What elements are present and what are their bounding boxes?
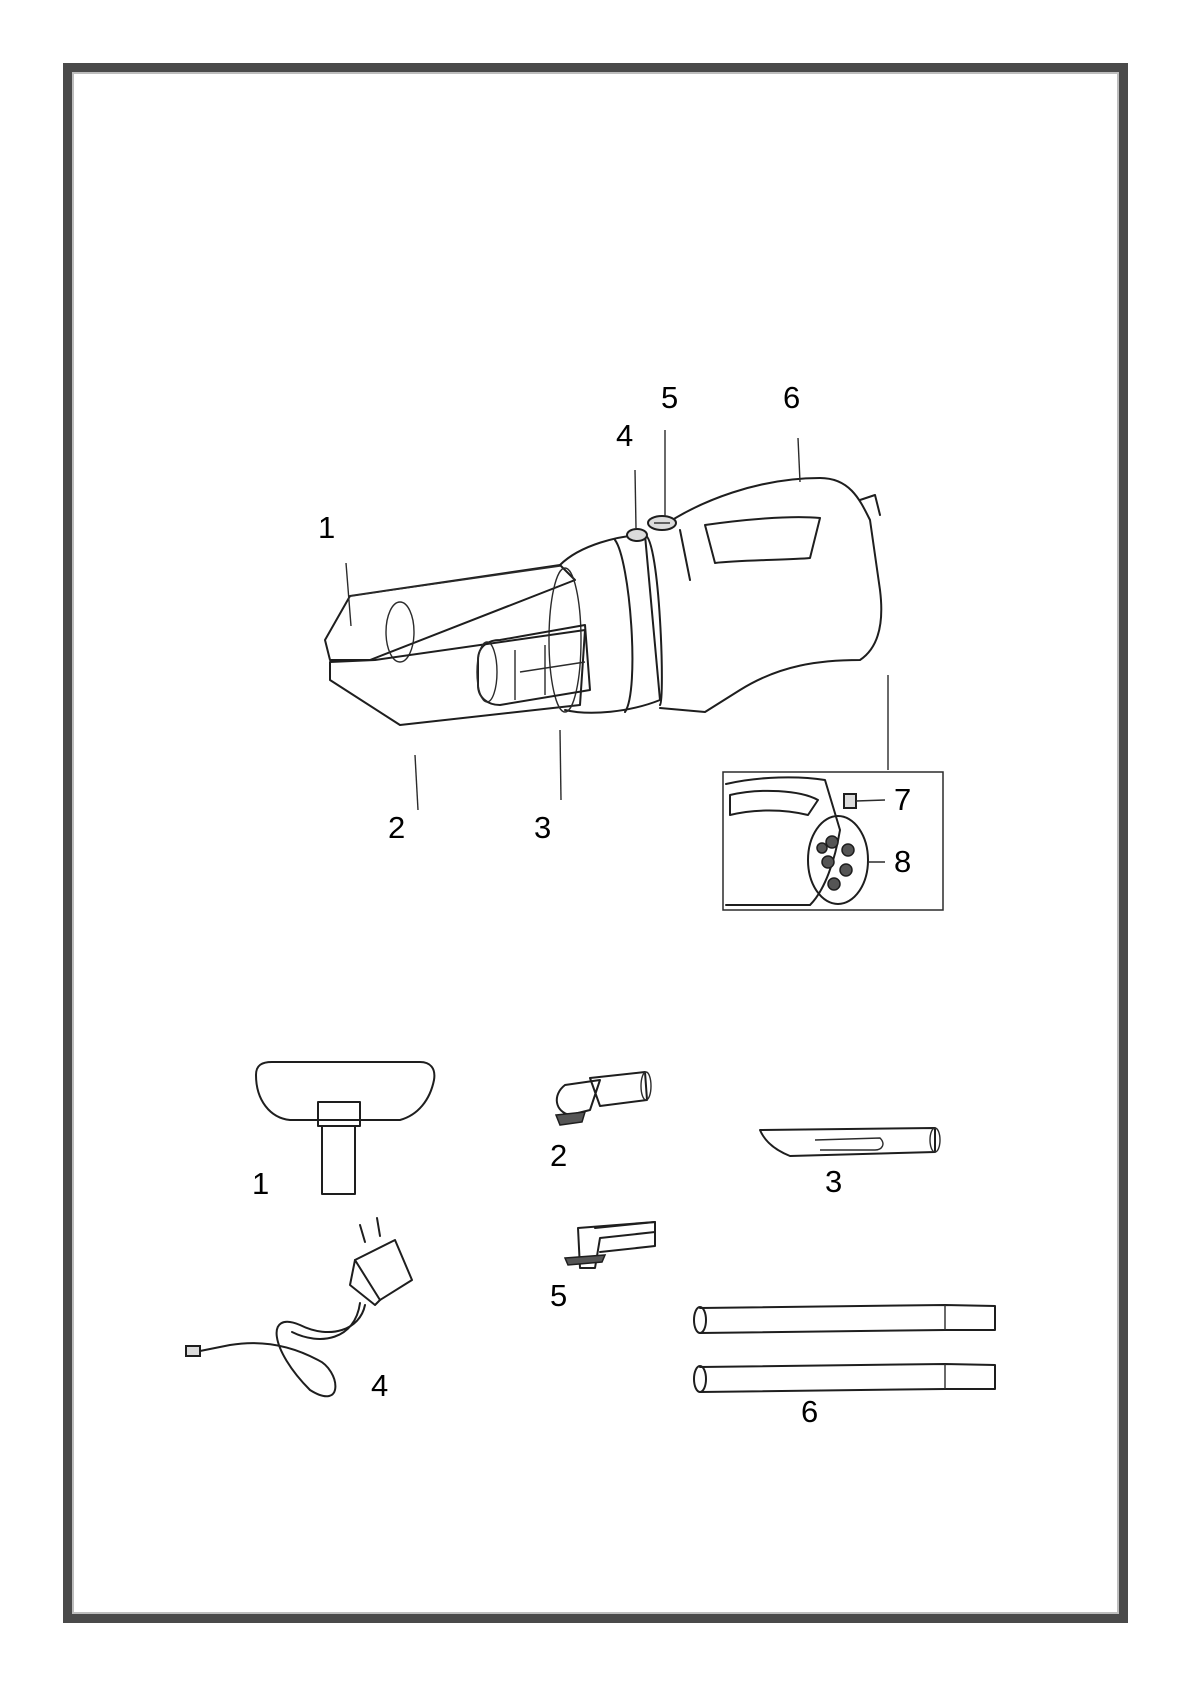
callout-main-4: 4 [616, 420, 633, 451]
callout-main-8: 8 [894, 846, 911, 877]
callout-main-7: 7 [894, 784, 911, 815]
charging-socket [844, 794, 856, 808]
dusting-brush [556, 1072, 651, 1125]
handle [660, 478, 881, 712]
callout-main-2: 2 [388, 812, 405, 843]
dust-container [325, 565, 575, 660]
callout-accessory-6: 6 [801, 1396, 818, 1427]
callout-accessory-4: 4 [371, 1370, 388, 1401]
callout-main-3: 3 [534, 812, 551, 843]
callout-main-1: 1 [318, 512, 335, 543]
floor-brush [256, 1062, 434, 1194]
crevice-tool [760, 1128, 940, 1156]
nozzle [330, 630, 585, 725]
callout-accessory-2: 2 [550, 1140, 567, 1171]
body-collar [560, 535, 660, 713]
leader-lines [346, 430, 888, 810]
callout-accessory-3: 3 [825, 1166, 842, 1197]
callout-accessory-5: 5 [550, 1280, 567, 1311]
callout-main-6: 6 [783, 382, 800, 413]
callout-accessory-1: 1 [252, 1168, 269, 1199]
callout-main-5: 5 [661, 382, 678, 413]
vacuum-main-unit [325, 478, 881, 725]
release-button [627, 529, 647, 541]
extension-tubes [694, 1305, 995, 1392]
upholstery-nozzle [565, 1222, 655, 1268]
